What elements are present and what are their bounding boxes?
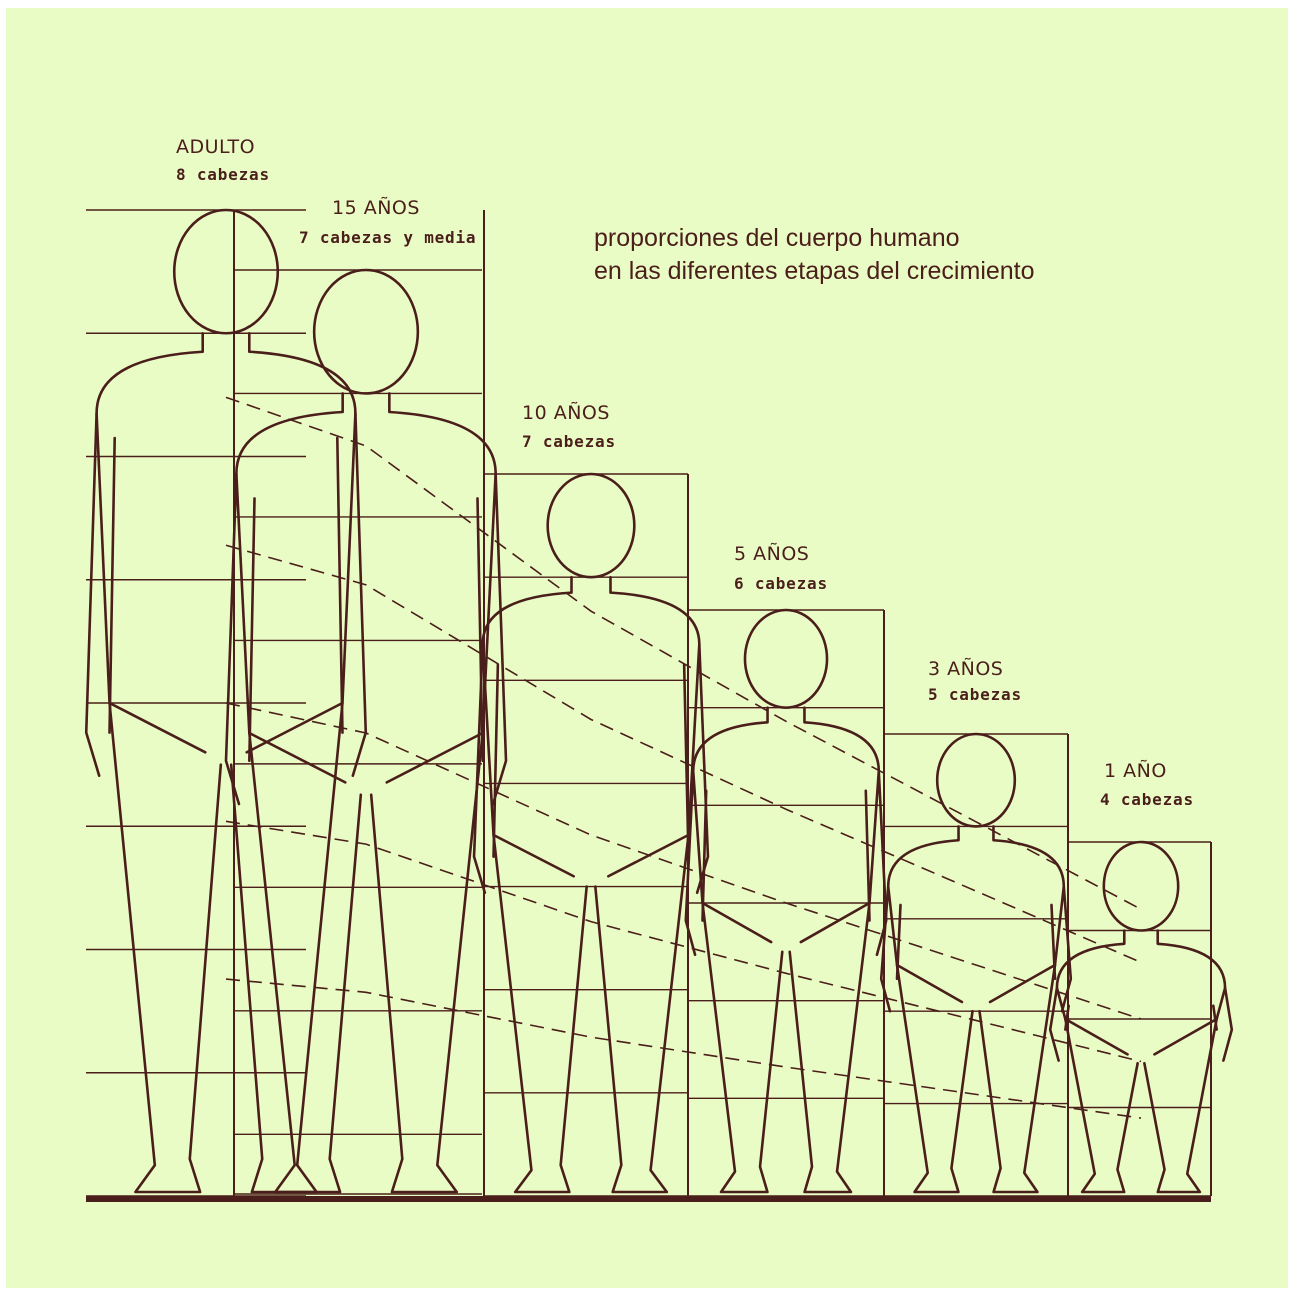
stage-5-age: 5 AÑOS [734,543,809,565]
figure-torso [1057,931,1225,1055]
ground-line [86,1196,1211,1202]
figure-torso [483,577,700,876]
figure-legs [494,835,689,1192]
figure-head [548,474,635,577]
figure-arms [226,474,506,804]
stage-adult-heads: 8 cabezas [176,165,270,184]
guide-line-4 [226,979,1141,1118]
figure-head [937,734,1015,826]
diagram-title: proporciones del cuerpo humano en las di… [594,222,1035,288]
guide-line-3 [226,821,1141,1061]
stage-5-heads: 6 cabezas [734,574,828,593]
stage-15-heads: 7 cabezas y media [299,228,476,247]
proportions-diagram [6,8,1288,1288]
stage-1-heads: 4 cabezas [1100,790,1194,809]
figure-torso [693,708,879,942]
stage-adult-age: ADULTO [176,136,255,158]
stage-1-age: 1 AÑO [1104,760,1167,782]
figure-head [745,610,827,708]
figure-arms [86,413,366,775]
figure-legs [702,903,869,1192]
figure-legs [897,965,1055,1192]
guide-line-2 [226,703,1141,1019]
figure-stage-0 [86,210,366,1192]
figure-arms [474,644,708,893]
stage-10-age: 10 AÑOS [522,402,610,424]
stage-15-age: 15 AÑOS [332,197,420,219]
stage-3-heads: 5 cabezas [928,685,1022,704]
figure-stage-4 [881,734,1071,1192]
figure-stage-3 [686,610,886,1192]
figure-head [314,270,418,393]
title-line-2: en las diferentes etapas del crecimiento [594,255,1035,288]
figure-torso [97,333,356,752]
figure-legs [249,733,482,1192]
stage-10-heads: 7 cabezas [522,432,616,451]
figure-stage-2 [474,474,708,1192]
proportion-guide-lines [226,397,1141,1118]
figure-arms [686,771,886,955]
figure-head [174,210,278,333]
figures [86,210,1232,1192]
figure-legs [110,703,343,1192]
figure-torso [888,826,1064,1002]
stage-3-age: 3 AÑOS [928,658,1003,680]
figure-stage-5 [1050,842,1232,1192]
diagram-canvas: proporciones del cuerpo humano en las di… [6,8,1288,1288]
figure-head [1104,842,1178,931]
title-line-1: proporciones del cuerpo humano [594,222,1035,255]
guide-line-1 [226,545,1141,962]
figure-legs [1065,1019,1216,1192]
figure-arms [881,886,1071,1011]
